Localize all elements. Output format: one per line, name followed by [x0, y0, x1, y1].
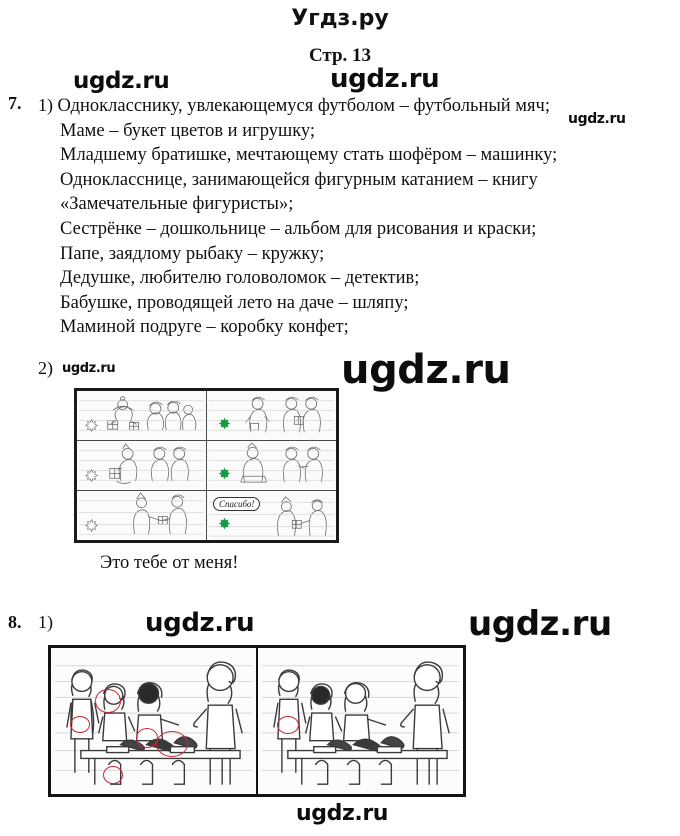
watermark: ugdz.ru [341, 347, 511, 393]
sketch-girl-giving-gift [208, 396, 335, 433]
comic-cell-left [77, 391, 207, 440]
exercise-7-answer-line: Младшему братишке, мечтающему стать шофё… [60, 145, 558, 166]
difference-marker [95, 689, 121, 713]
watermark: ugdz.ru [468, 604, 612, 644]
exercise-7-answer-line: Папе, заядлому рыбаку – кружку; [60, 243, 325, 264]
comic-cell-right [207, 391, 336, 440]
difference-marker [156, 731, 188, 757]
flower-icon [218, 417, 231, 430]
watermark: ugdz.ru [145, 608, 255, 638]
flower-icon [85, 519, 98, 532]
exercise-7-answer-line: Бабушке, проводящей лето на даче – шляпу… [60, 292, 409, 313]
exercise-7-number: 7. [8, 93, 22, 113]
flower-marker-outline [85, 519, 98, 532]
difference-marker [136, 728, 158, 748]
comic-cell-left [77, 441, 207, 490]
flower-icon [85, 469, 98, 482]
spot-the-difference-illustration [48, 645, 466, 797]
speech-bubble-spasibo: Спасибо! [213, 497, 261, 511]
exercise-7-part2-label: 2) [38, 358, 53, 378]
flower-marker-green [218, 517, 231, 530]
exercise-7-answer-line: «Замечательные фигуристы»; [60, 194, 294, 215]
difference-marker [277, 716, 299, 734]
watermark: ugdz.ru [568, 111, 626, 127]
comic-caption: Это тебе от меня! [100, 553, 239, 573]
exercise-7-answer-list: 1) Однокласснику, увлекающемуся футболом… [38, 93, 678, 340]
comic-row: Спасибо! [77, 491, 336, 540]
scene-right [258, 648, 463, 794]
watermark: ugdz.ru [330, 64, 440, 94]
sketch-gift-with-cake [208, 442, 335, 483]
flower-marker-green [218, 417, 231, 430]
difference-marker [70, 716, 90, 733]
exercise-7-answer-line: Маминой подруге – коробку конфет; [60, 317, 349, 338]
sketch-girl-wrapping-gifts [78, 396, 205, 431]
sketch-thank-you-scene [208, 496, 335, 537]
exercise-8-part1-label: 1) [38, 612, 53, 632]
flower-icon [218, 517, 231, 530]
site-title: Угдз.ру [291, 6, 389, 31]
exercise-7-answer-line: 1) Однокласснику, увлекающемуся футболом… [38, 95, 550, 116]
watermark: ugdz.ru [62, 361, 116, 376]
exercise-7-answer-line: Дедушке, любителю головоломок – детектив… [60, 268, 420, 289]
watermark: ugdz.ru [73, 68, 170, 94]
exercise-7-answer-line: Сестрёнке – дошкольнице – альбом для рис… [60, 218, 537, 239]
exercise-7-answer-line: Маме – букет цветов и игрушку; [60, 120, 316, 141]
exercise-7-answer-line: Однокласснице, занимающейся фигурным кат… [60, 169, 538, 190]
comic-cell-right: Спасибо! [207, 491, 336, 540]
flower-icon [218, 467, 231, 480]
watermark: ugdz.ru [296, 801, 389, 826]
comic-cell-left [77, 491, 207, 540]
flower-marker-outline [85, 469, 98, 482]
flower-marker-green [218, 467, 231, 480]
sketch-girl-carrying-gift [78, 443, 205, 484]
comic-cell-right [207, 441, 336, 490]
exercise-8-number: 8. [8, 612, 22, 632]
flower-icon [85, 419, 98, 432]
sketch-boy-handing-gift [78, 492, 205, 535]
scene-left [51, 648, 258, 794]
comic-row [77, 391, 336, 441]
exercise-7-body: 1) Однокласснику, увлекающемуся футболом… [38, 93, 678, 340]
flower-marker-outline [85, 419, 98, 432]
difference-marker [103, 766, 123, 784]
exercise-7-part1-label: 1) [38, 95, 58, 115]
comic-row [77, 441, 336, 491]
page-number: Стр. 13 [308, 45, 372, 66]
comic-strip-table: Спасибо! [74, 388, 339, 543]
